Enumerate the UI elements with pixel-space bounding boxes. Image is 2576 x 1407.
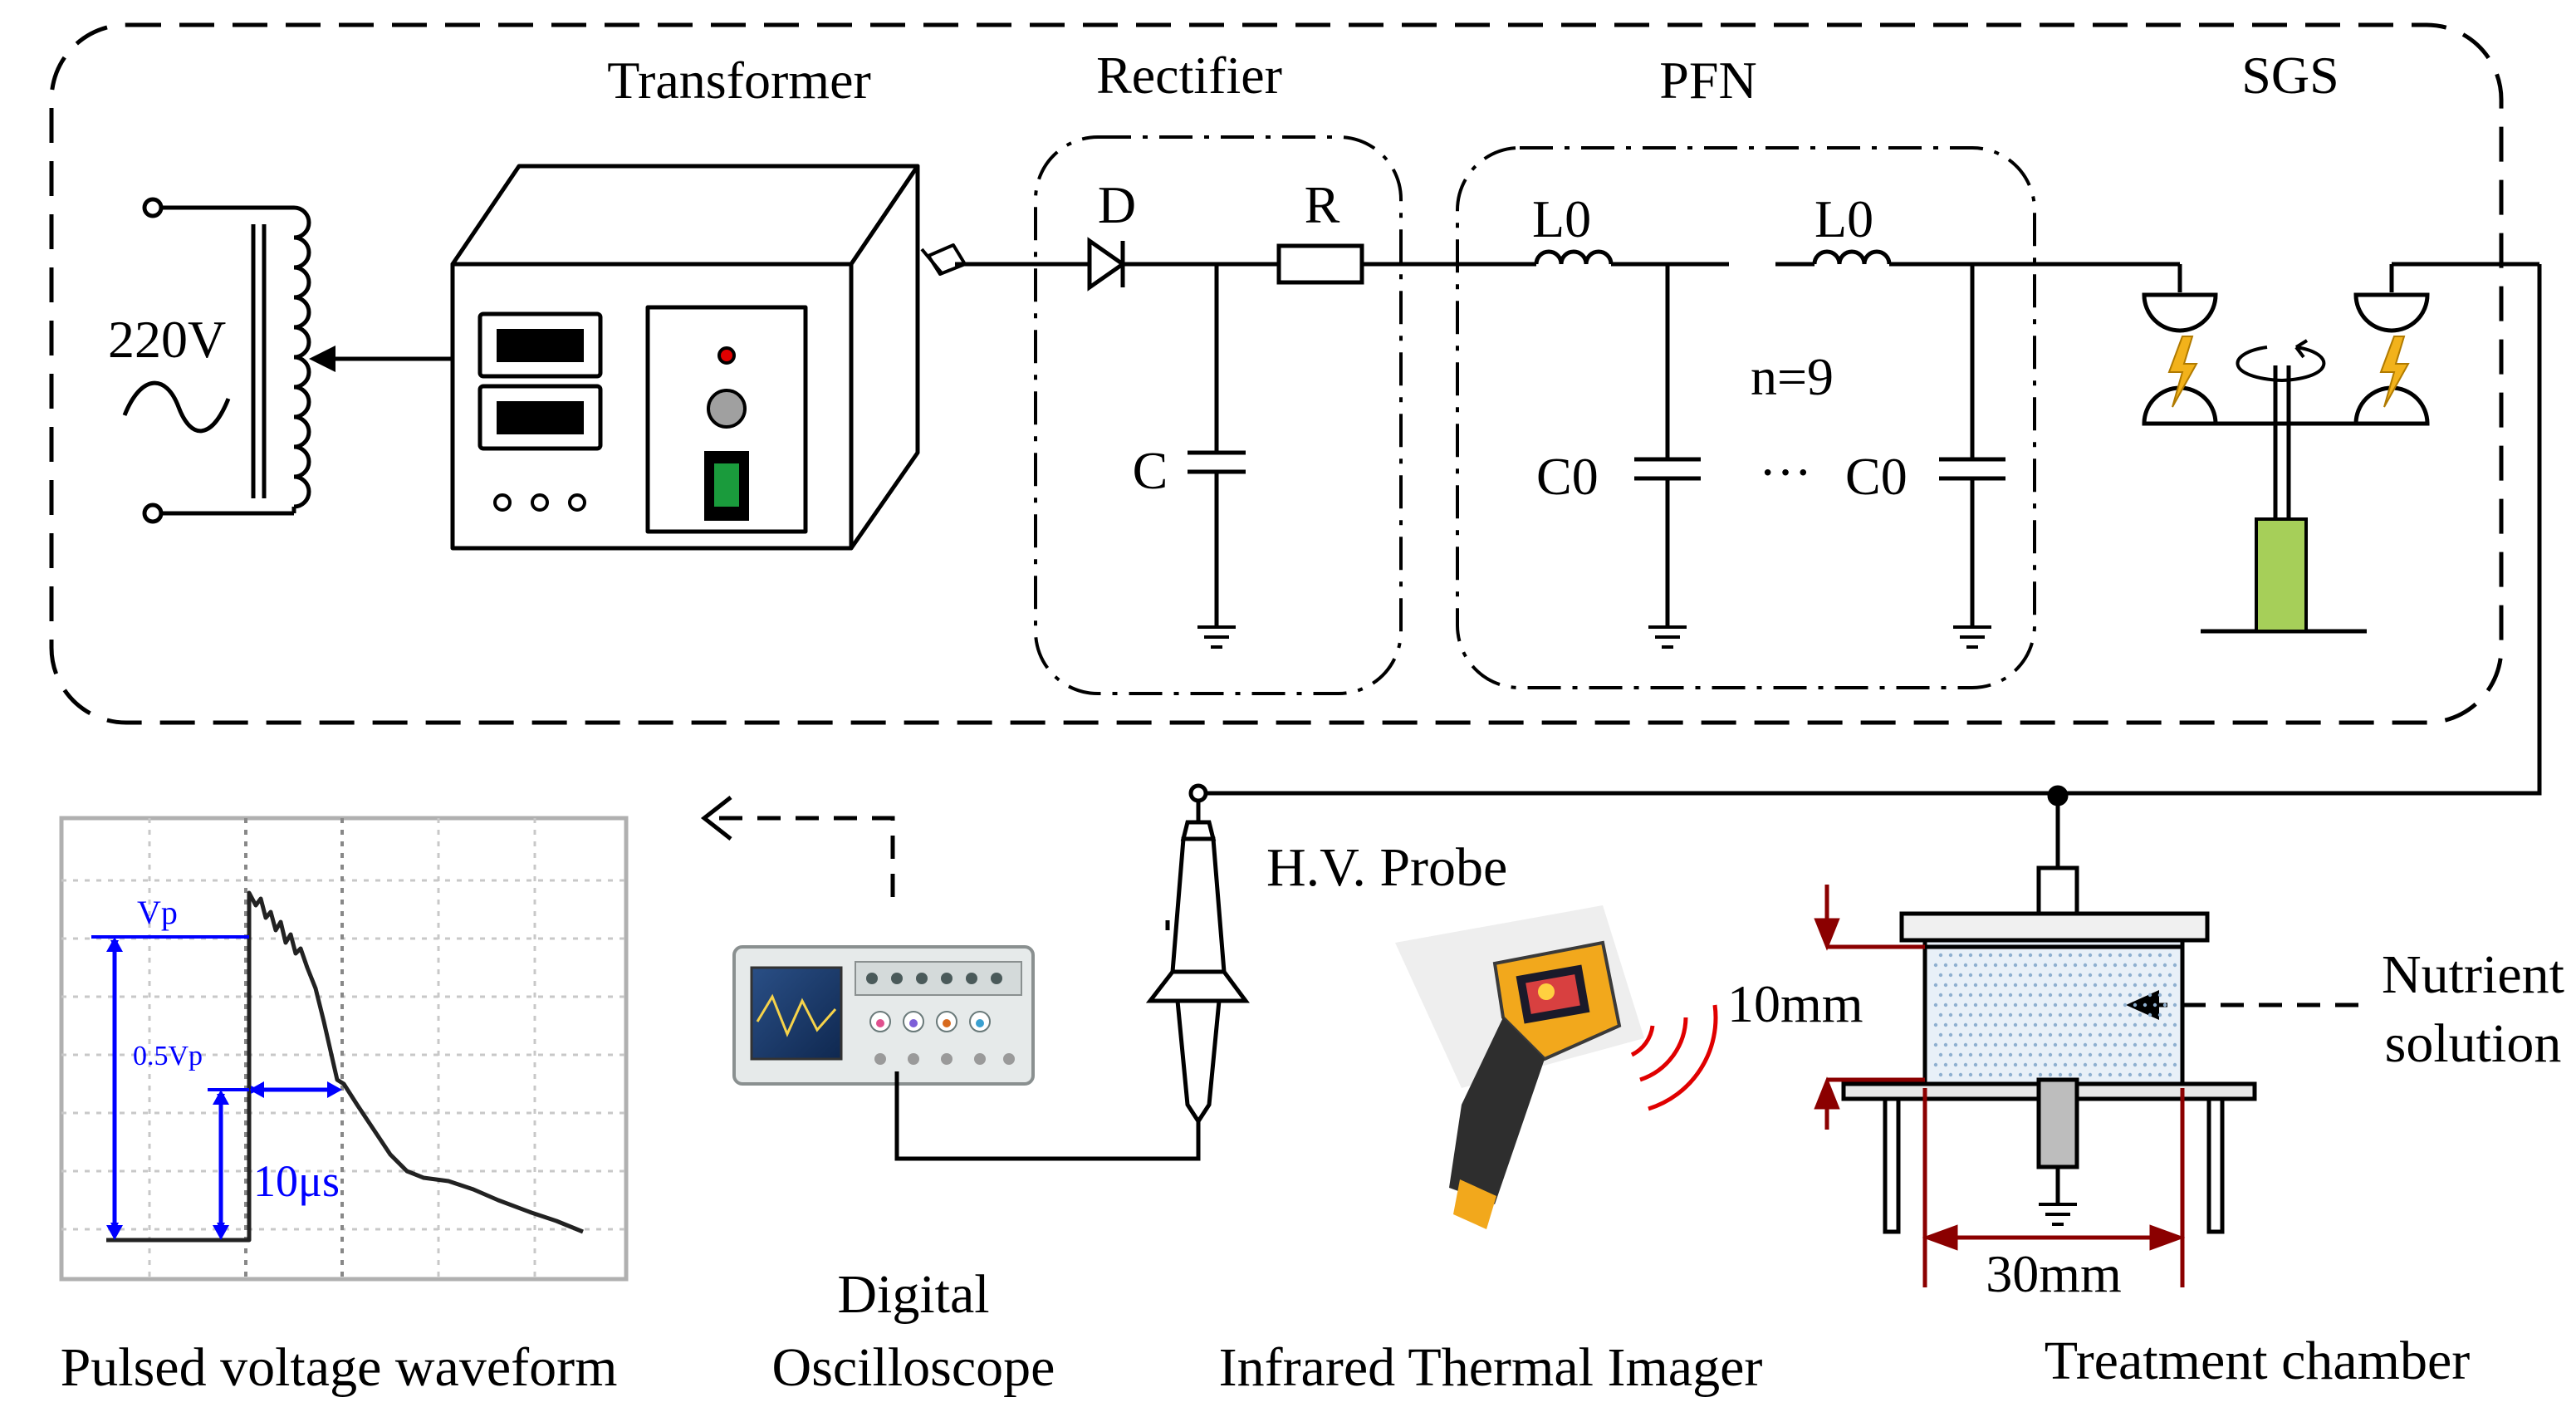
voltage-label: 220V	[108, 310, 226, 369]
width-label: 30mm	[1986, 1244, 2122, 1303]
lightning-icon	[2167, 336, 2410, 408]
data-link	[719, 816, 895, 897]
nutrient-solution-dots	[1933, 953, 2177, 1077]
rectifier-boundary	[1034, 135, 1403, 695]
hv-output-wire	[1198, 264, 2542, 796]
ground-icon	[1648, 625, 1991, 649]
nutrient-label-line2: solution	[2385, 1013, 2562, 1074]
inductor-label-2: L0	[1814, 189, 1873, 248]
nutrient-pointer-head	[2126, 990, 2159, 1020]
diode-label: D	[1098, 175, 1136, 234]
sgs-title: SGS	[2241, 46, 2338, 105]
system-boundary	[49, 22, 2504, 725]
resistor-label: R	[1305, 175, 1340, 234]
inductor-label-1: L0	[1532, 189, 1591, 248]
pfn-title: PFN	[1659, 51, 1756, 110]
sine-wave-icon	[122, 380, 231, 434]
treatment-chamber	[1841, 785, 2257, 1234]
stages-label: n=9	[1751, 347, 1834, 406]
probe-cable	[894, 1071, 1201, 1161]
hv-probe-label: H.V. Probe	[1266, 837, 1507, 898]
chamber-caption: Treatment chamber	[2045, 1331, 2471, 1391]
waveform-panel	[59, 816, 629, 1282]
oscilloscope-caption-line1: Digital	[837, 1264, 989, 1325]
oscilloscope-caption-line2: Oscilloscope	[772, 1337, 1055, 1398]
transformer-title: Transformer	[607, 51, 871, 110]
half-vp-label: 0.5Vp	[133, 1041, 203, 1071]
capacitor-label: C	[1133, 441, 1168, 500]
gap-label: 10mm	[1727, 974, 1863, 1033]
infrared-waves	[1630, 1004, 1718, 1111]
ac-source	[142, 197, 453, 524]
imager-caption: Infrared Thermal Imager	[1219, 1337, 1763, 1398]
transformer-box	[450, 164, 967, 551]
thermal-imager	[1395, 905, 1644, 1229]
waveform-caption: Pulsed voltage waveform	[61, 1337, 618, 1398]
transformer-knobs	[493, 346, 749, 521]
pulse-width-label: 10μs	[253, 1156, 340, 1206]
pfn-boundary	[1456, 146, 2036, 689]
vp-label: Vp	[137, 894, 178, 931]
test-tube	[2255, 517, 2308, 633]
rotation-arrow-icon	[2236, 339, 2326, 383]
spark-gap-switch	[2142, 262, 2539, 634]
width-dimension	[1922, 1088, 2186, 1287]
ground-icon	[2039, 1203, 2077, 1226]
rectifier-title: Rectifier	[1096, 46, 1282, 105]
wiper-arrowhead	[309, 346, 335, 372]
rectifier-circuit	[955, 237, 1501, 627]
pfn-capacitor-label-2: C0	[1845, 447, 1908, 506]
pfn-capacitor-label-1: C0	[1536, 447, 1599, 506]
pfn-circuit	[1501, 249, 2180, 627]
ground-icon	[1197, 625, 1236, 649]
nutrient-label-line1: Nutrient	[2382, 944, 2564, 1005]
gap-dimension	[1814, 885, 1925, 1130]
voltage-trace	[106, 890, 584, 1243]
hv-probe	[1145, 783, 1250, 1125]
data-link-arrowhead	[700, 796, 732, 841]
ellipsis-label: ···	[1759, 443, 1812, 502]
oscilloscope	[732, 945, 1035, 1086]
